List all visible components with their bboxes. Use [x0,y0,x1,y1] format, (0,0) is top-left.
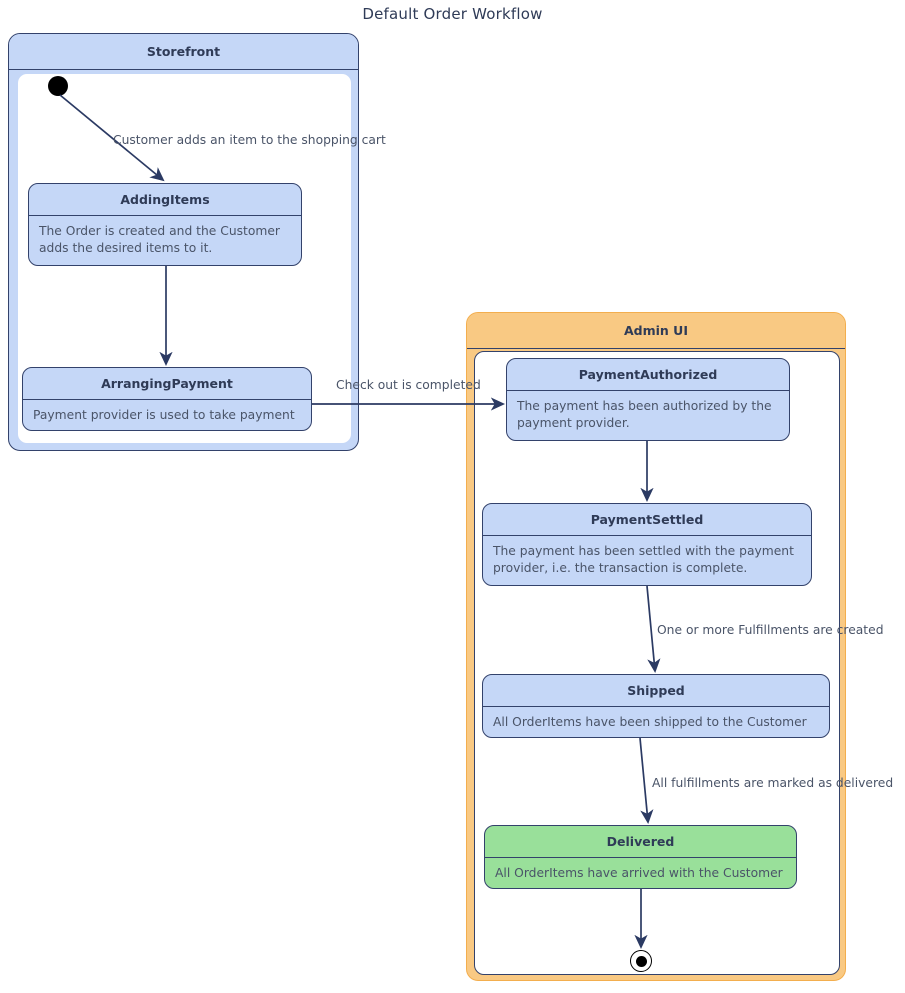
state-shipped-title: Shipped [483,675,829,707]
state-delivered-title: Delivered [485,826,796,858]
state-delivered[interactable]: Delivered All OrderItems have arrived wi… [484,825,797,889]
state-addingitems-title: AddingItems [29,184,301,216]
edge-label-fulfillments-created: One or more Fulfillments are created [657,623,884,637]
state-paymentauthorized-description: The payment has been authorized by the p… [517,398,772,430]
state-arrangingpayment-title: ArrangingPayment [23,368,311,400]
page-title: Default Order Workflow [362,5,543,23]
state-arrangingpayment-description: Payment provider is used to take payment [33,407,295,422]
state-addingitems-description: The Order is created and the Customer ad… [39,223,280,255]
state-paymentauthorized-title: PaymentAuthorized [507,359,789,391]
composite-state-storefront-label: Storefront [9,34,358,70]
state-paymentsettled-title: PaymentSettled [483,504,811,536]
state-shipped-description: All OrderItems have been shipped to the … [493,714,807,729]
state-paymentauthorized[interactable]: PaymentAuthorized The payment has been a… [506,358,790,441]
state-delivered-description: All OrderItems have arrived with the Cus… [495,865,783,880]
final-state-node [630,950,652,972]
state-paymentsettled-description: The payment has been settled with the pa… [493,543,794,575]
edge-label-check-out-completed: Check out is completed [336,378,481,392]
state-arrangingpayment[interactable]: ArrangingPayment Payment provider is use… [22,367,312,431]
edge-label-customer-adds-item: Customer adds an item to the shopping ca… [113,133,386,147]
edge-label-fulfillments-delivered: All fulfillments are marked as delivered [652,776,894,790]
initial-state-node [48,76,68,96]
composite-state-adminui-label: Admin UI [467,313,845,349]
state-addingitems[interactable]: AddingItems The Order is created and the… [28,183,302,266]
state-paymentsettled[interactable]: PaymentSettled The payment has been sett… [482,503,812,586]
state-shipped[interactable]: Shipped All OrderItems have been shipped… [482,674,830,738]
